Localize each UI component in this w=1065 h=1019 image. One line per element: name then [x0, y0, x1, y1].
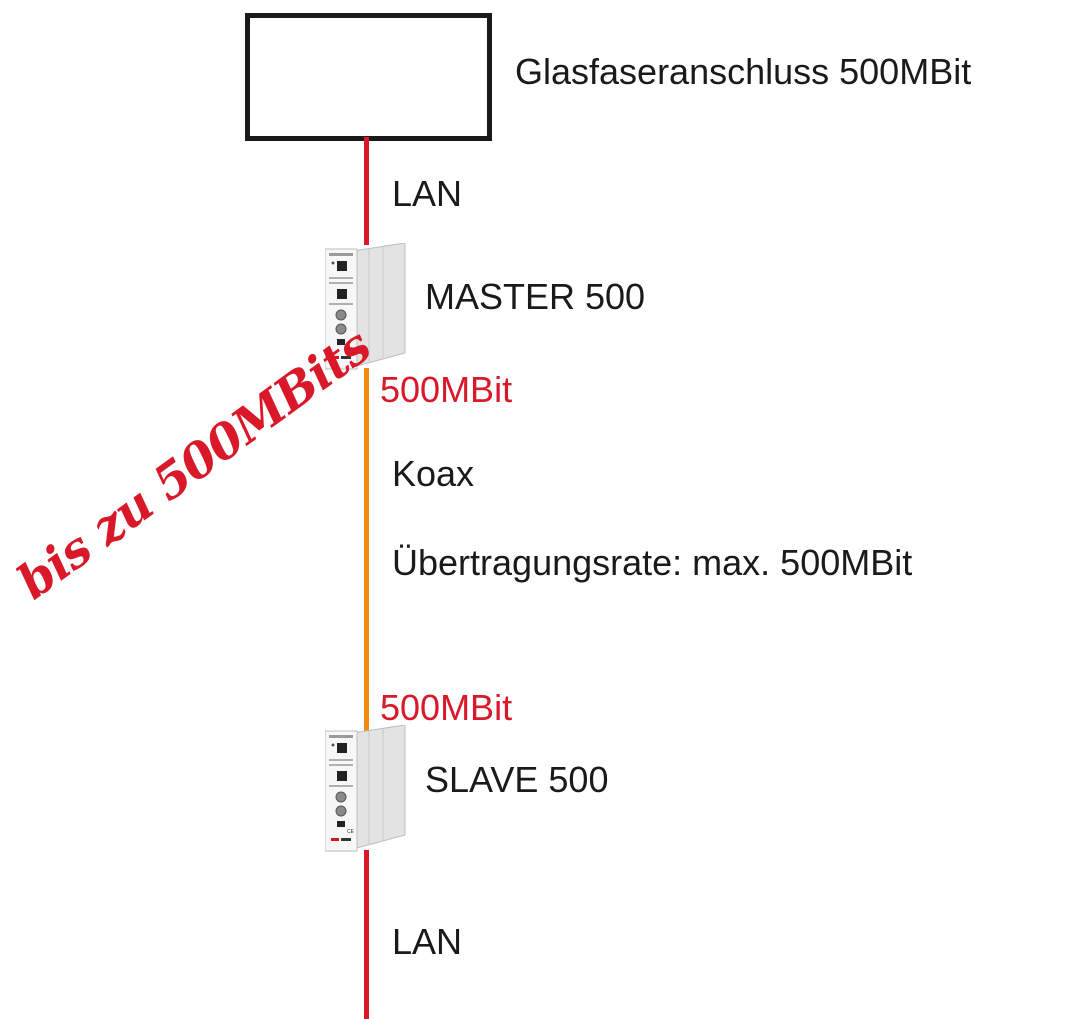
svg-text:CE: CE [347, 829, 355, 835]
lan-bottom-label: LAN [392, 921, 463, 962]
slave-device-image: CE [325, 725, 406, 853]
slave-device-icon: CE [325, 725, 406, 852]
transfer-rate-label: Übertragungsrate: max. 500MBit [392, 542, 913, 583]
coax-cable [364, 368, 369, 732]
coax-label: Koax [392, 453, 475, 494]
slave-device-label: SLAVE 500 [425, 759, 609, 800]
svg-text:CE: CE [347, 347, 355, 353]
master-device-icon: CE [325, 243, 406, 370]
rate-label-top: 500MBit [380, 369, 513, 410]
lan-cable-top [364, 137, 369, 245]
master-device-image: CE [325, 243, 406, 371]
rate-label-bottom: 500MBit [380, 687, 513, 728]
lan-top-label: LAN [392, 173, 463, 214]
fiber-connection-label: Glasfaseranschluss 500MBit [515, 51, 972, 92]
master-device-label: MASTER 500 [425, 276, 646, 317]
handwritten-note: bis zu 500MBits [7, 318, 381, 611]
lan-cable-bottom [364, 850, 369, 1019]
fiber-connection-box [245, 13, 492, 141]
